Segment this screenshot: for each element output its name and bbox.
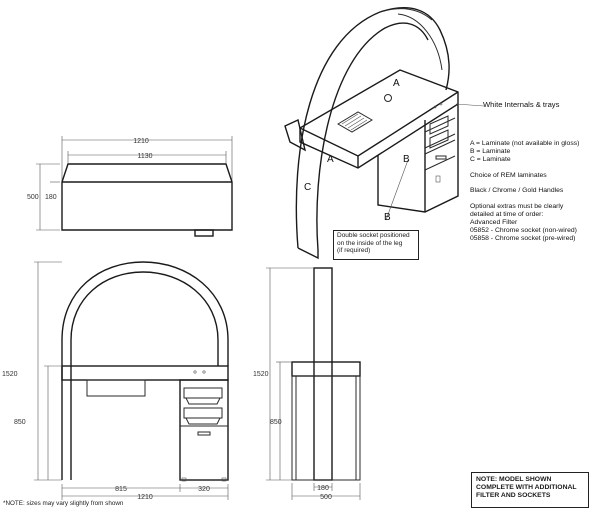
footnote: *NOTE: sizes may vary slightly from show… <box>3 500 124 507</box>
spec-line: 05858 - Chrome socket (pre-wired) <box>470 234 576 242</box>
spec-line: 05852 - Chrome socket (non-wired) <box>470 226 577 234</box>
front-dim-815: 815 <box>115 486 127 493</box>
iso-label-a-top: A <box>393 78 400 89</box>
spec-line <box>470 180 579 188</box>
white-internals-label: White Internals & trays <box>483 100 560 109</box>
iso-label-b-front: B <box>384 212 391 223</box>
iso-view: A A B B C <box>284 7 485 260</box>
side-dim-1520: 1520 <box>253 371 269 378</box>
top-dim-1210: 1210 <box>133 138 149 145</box>
spec-line <box>470 164 579 172</box>
spec-line: B = Laminate <box>470 147 511 155</box>
front-view: 1520 850 815 320 1210 <box>2 261 229 501</box>
front-dim-1520: 1520 <box>2 371 18 378</box>
iso-label-c: C <box>304 182 311 193</box>
spec-line: detailed at time of order: <box>470 211 544 219</box>
spec-line: A = Laminate (not available in gloss) <box>470 140 580 147</box>
side-view: 1520 850 180 500 <box>253 267 361 501</box>
top-view: 1210 1130 500 180 <box>27 136 233 237</box>
socket-note-line-1: Double socket positioned <box>337 232 410 239</box>
front-dim-1210: 1210 <box>137 494 153 501</box>
spec-line: Advanced Filter <box>470 219 518 227</box>
spec-line: Optional extras must be clearly <box>470 203 564 211</box>
spec-line: C = Laminate <box>470 155 511 163</box>
top-dim-180: 180 <box>45 194 57 201</box>
spec-line <box>470 195 579 203</box>
spec-line: Black / Chrome / Gold Handles <box>470 187 564 195</box>
socket-note-line-3: (if required) <box>337 247 371 255</box>
spec-line: Choice of REM laminates <box>470 171 547 179</box>
front-dim-850: 850 <box>14 419 26 426</box>
spec-notes: A = Laminate (not available in gloss) B … <box>470 140 579 243</box>
socket-note-line-2: on the inside of the leg <box>337 239 403 247</box>
iso-label-b-side: B <box>403 154 410 165</box>
top-dim-500: 500 <box>27 194 39 201</box>
model-note-box: NOTE: MODEL SHOWN COMPLETE WITH ADDITION… <box>471 472 589 508</box>
side-dim-500: 500 <box>320 494 332 501</box>
front-dim-320: 320 <box>198 486 210 493</box>
iso-label-a-side: A <box>327 154 334 165</box>
top-dim-1130: 1130 <box>137 153 152 160</box>
socket-note: Double socket positioned on the inside o… <box>333 230 419 260</box>
side-dim-180: 180 <box>317 485 329 492</box>
side-dim-850: 850 <box>270 419 282 426</box>
